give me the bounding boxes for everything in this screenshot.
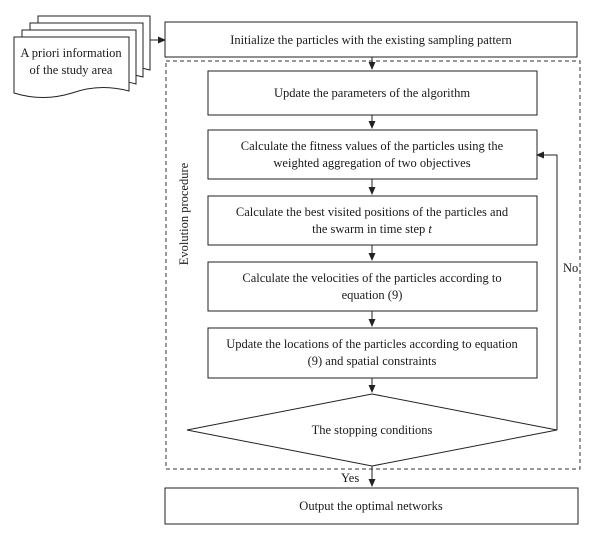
step-update-parameters <box>207 70 538 116</box>
step-velocities <box>207 261 538 312</box>
label-no: No <box>563 261 578 275</box>
step-best-positions-line2-main: the swarm in time step <box>312 222 428 236</box>
output-text: Output the optimal networks <box>299 499 443 513</box>
label-yes: Yes <box>341 471 359 485</box>
evolution-procedure-label: Evolution procedure <box>177 162 191 265</box>
step-fitness-values <box>207 129 538 180</box>
step-fitness-values-line1: Calculate the fitness values of the part… <box>241 139 504 153</box>
init-text: Initialize the particles with the existi… <box>230 33 512 47</box>
input-document-line1: A priori information <box>20 46 122 60</box>
step-update-parameters-text: Update the parameters of the algorithm <box>274 86 470 100</box>
step-best-positions-line2: the swarm in time step t <box>312 222 432 236</box>
init-box <box>164 21 578 58</box>
output-box <box>164 487 579 525</box>
arrow-no-loop <box>536 151 558 430</box>
step-best-positions-time-variable: t <box>428 222 432 236</box>
step-velocities-line1: Calculate the velocities of the particle… <box>242 271 501 285</box>
step-fitness-values-line2: weighted aggregation of two objectives <box>273 156 470 170</box>
step-update-locations <box>207 327 538 379</box>
step-update-locations-line1: Update the locations of the particles ac… <box>226 337 518 351</box>
step-best-positions <box>207 195 538 246</box>
input-document-line2: of the study area <box>30 63 113 77</box>
input-document-stack: A priori information of the study area <box>13 15 151 98</box>
step-best-positions-line1: Calculate the best visited positions of … <box>236 205 509 219</box>
step-velocities-line2: equation (9) <box>342 288 403 302</box>
decision-stopping-conditions-text: The stopping conditions <box>312 423 433 437</box>
step-update-locations-line2: (9) and spatial constraints <box>308 354 437 368</box>
evolution-procedure-group <box>165 60 581 470</box>
